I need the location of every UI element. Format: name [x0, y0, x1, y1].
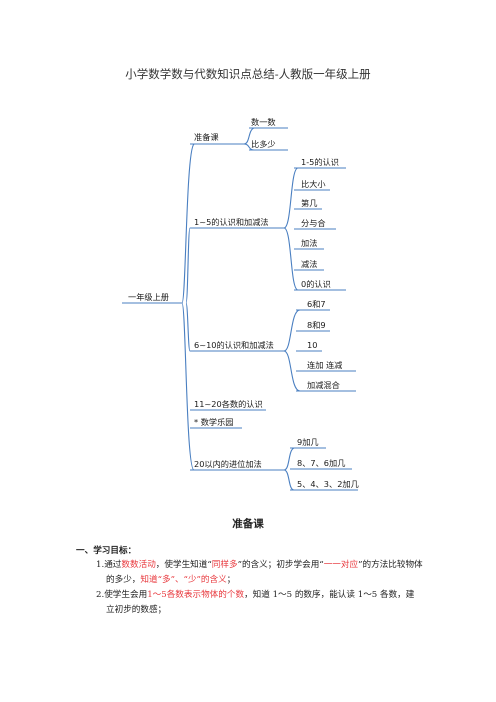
- branch-6-10: 6~10的认识和加减法: [194, 340, 274, 350]
- goal-1-text-c: ”的含义；初步学会用“: [237, 560, 324, 570]
- goal-item-2-line-1: 2.使学生会用1～5各数表示物体的个数，知道 1～5 的数序，能认读 1～5 各…: [96, 588, 414, 603]
- goal-1-line2-b: ；: [226, 575, 236, 585]
- mind-map-connectors: [122, 127, 358, 491]
- goal-1-text-d: ”的方法比较物体: [358, 560, 423, 570]
- goal-1-text-a: 通过: [104, 560, 122, 570]
- leaf-10: 10: [307, 340, 318, 350]
- branch-prep: 准备课: [194, 132, 219, 142]
- goal-item-1-line-2: 的多少，知道“多”、“少”的含义；: [106, 573, 235, 588]
- goal-1-highlight-counting: 数数活动: [121, 560, 156, 570]
- leaf-ordinal: 第几: [301, 198, 318, 208]
- leaf-8-and-9: 8和9: [307, 320, 326, 330]
- goal-1-highlight-same: 同样多: [211, 560, 238, 570]
- mindmap-root: 一年级上册: [128, 292, 169, 302]
- leaf-addition: 加法: [301, 238, 318, 248]
- section-title: 准备课: [232, 518, 264, 530]
- branch-11-20: 11~20各数的认识: [194, 399, 263, 409]
- goal-item-1-line-1: 1.通过数数活动，使学生知道“同样多”的含义；初步学会用“一一对应”的方法比较物…: [96, 558, 426, 573]
- leaf-split-combine: 分与合: [301, 218, 326, 228]
- leaf-count: 数一数: [251, 117, 276, 127]
- goal-2-text-a: 使学生会用: [104, 590, 148, 600]
- goal-1-highlight-more-less: 知道“多”、“少”的含义: [140, 575, 227, 585]
- branch-1-5: 1~5的认识和加减法: [194, 217, 269, 227]
- goal-item-2-line-2: 立初步的数感；: [106, 605, 167, 615]
- goals-heading: 一、学习目标：: [76, 546, 137, 556]
- goal-1-text-b: ，使学生知道“: [155, 560, 212, 570]
- document-title: 小学数学数与代数知识点总结-人教版一年级上册: [125, 67, 371, 81]
- leaf-compare-size: 比大小: [301, 179, 326, 189]
- goal-2-highlight-represent: 1～5各数表示物体的个数: [147, 590, 245, 600]
- goal-1-number: 1.: [96, 560, 105, 570]
- goal-1-highlight-one-to-one: 一一对应: [323, 560, 359, 570]
- leaf-subtraction: 减法: [301, 259, 318, 269]
- leaf-compare-more-less: 比多少: [251, 139, 276, 149]
- goal-1-line2-a: 的多少，: [106, 575, 141, 585]
- leaf-9-plus: 9加几: [297, 437, 319, 447]
- goal-2-number: 2.: [96, 590, 105, 600]
- goal-2-text-b: ，知道 1～5 的数序，能认读 1～5 各数，建: [244, 590, 415, 600]
- branch-carry-addition: 20以内的进位加法: [194, 459, 262, 469]
- leaf-mixed-add-sub: 加减混合: [307, 380, 340, 390]
- leaf-5-4-3-2-plus: 5、4、3、2加几: [297, 479, 359, 489]
- leaf-know-zero: 0的认识: [301, 279, 331, 289]
- leaf-6-and-7: 6和7: [307, 299, 326, 309]
- leaf-8-7-6-plus: 8、7、6加几: [297, 458, 346, 468]
- branch-math-park: * 数学乐园: [194, 417, 234, 427]
- leaf-know-1-5: 1-5的认识: [301, 157, 339, 167]
- leaf-consecutive-add-sub: 连加 连减: [307, 360, 343, 370]
